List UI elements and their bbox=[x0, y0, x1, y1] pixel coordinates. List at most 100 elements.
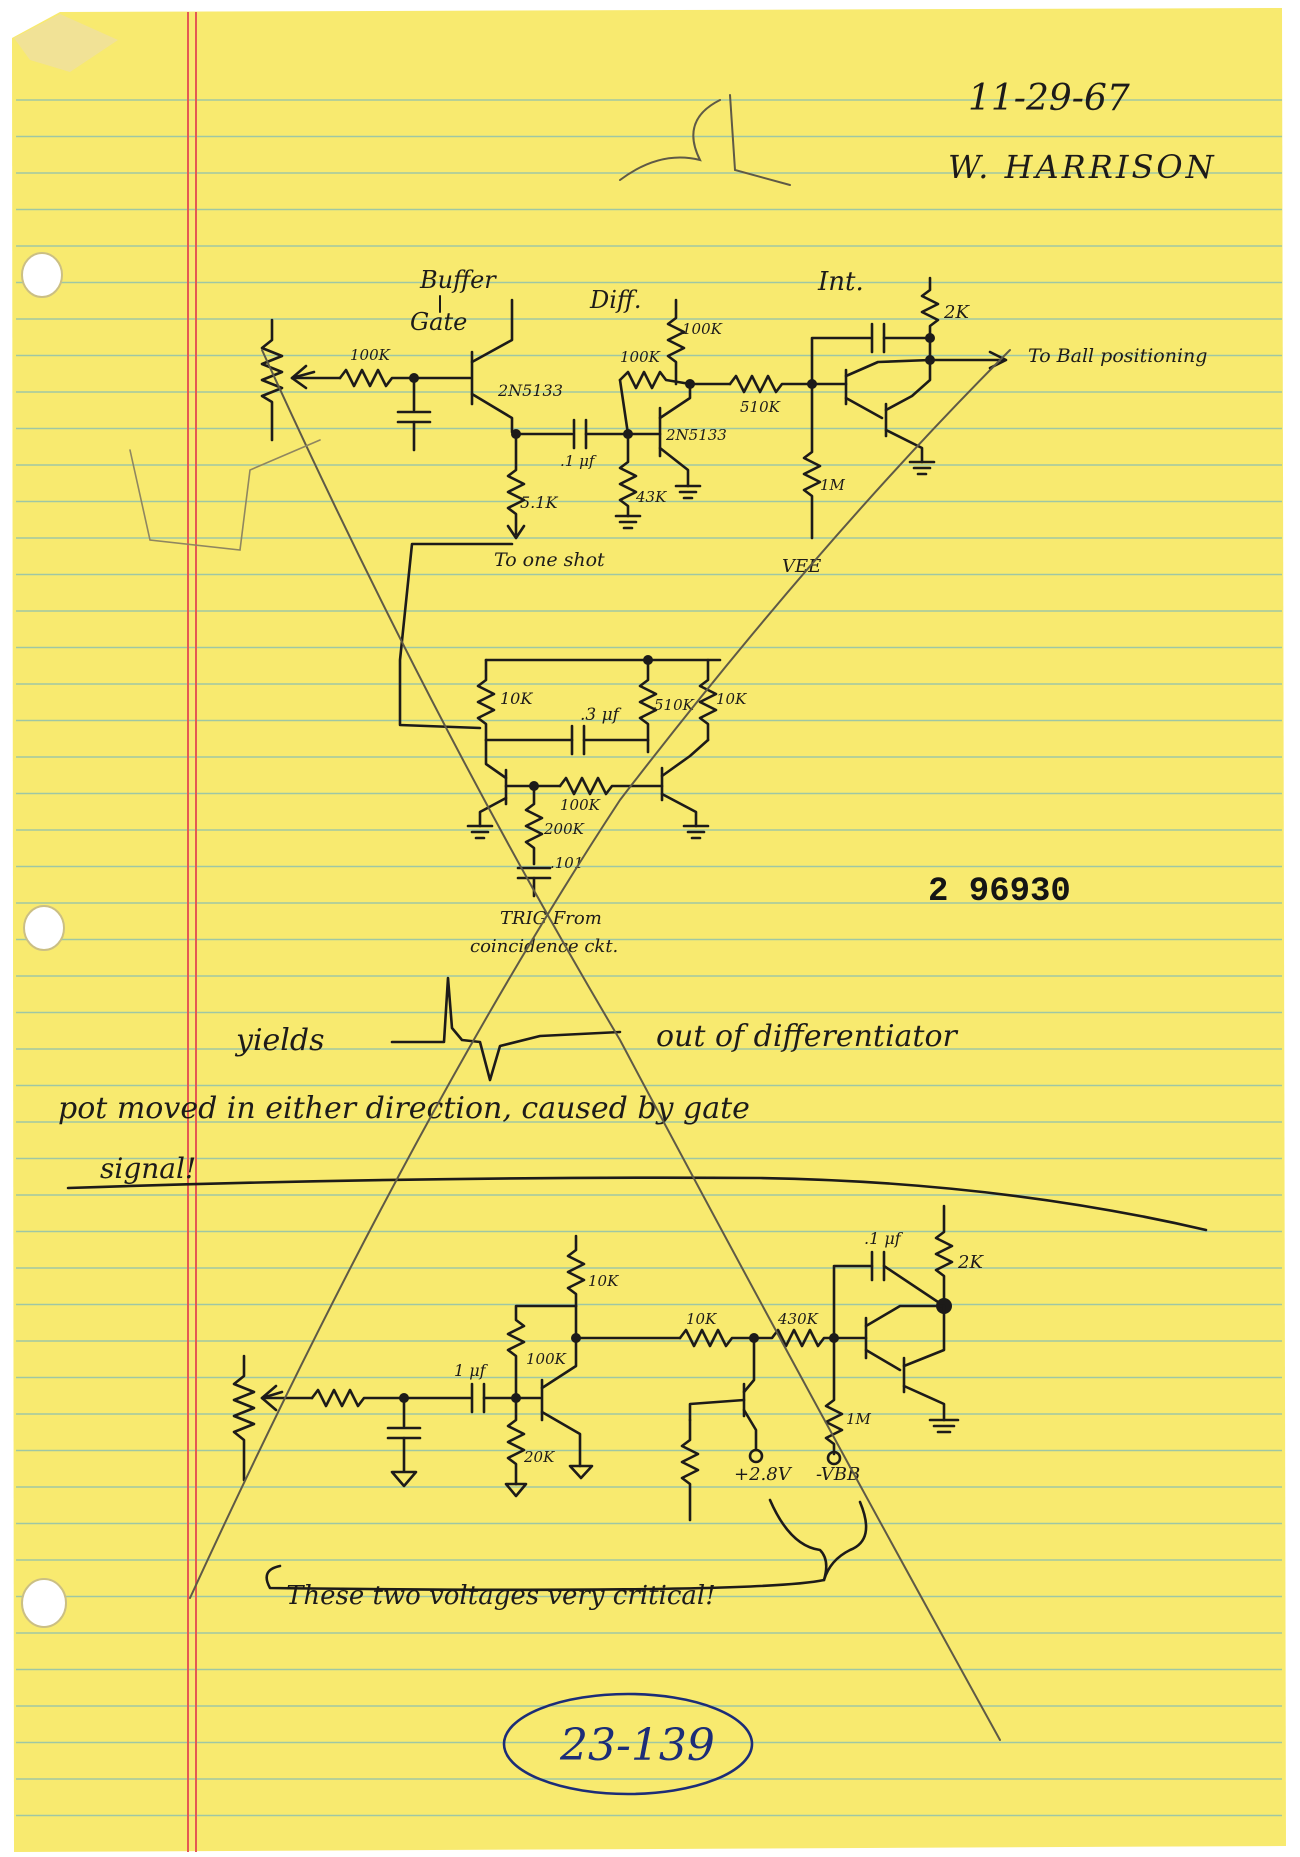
pencil-cross-line-2 bbox=[189, 349, 1011, 1599]
note-line-3: signal! bbox=[100, 1152, 196, 1185]
ground-43k bbox=[614, 514, 642, 530]
circled-number-outline bbox=[502, 1692, 754, 1796]
label-minus-vbb: -VBB bbox=[816, 1464, 860, 1485]
int-transistor2-collector bbox=[884, 358, 932, 412]
resistor-100k-b bbox=[618, 370, 692, 390]
label-gate: Gate bbox=[410, 308, 467, 336]
differentiator-waveform bbox=[390, 976, 622, 1082]
label-cap-1uf: .1 μf bbox=[560, 452, 597, 470]
lower-int-t1-collector bbox=[864, 1304, 946, 1328]
note-yields: yields bbox=[234, 1023, 325, 1058]
label-r2k: 2K bbox=[943, 302, 970, 323]
int-transistor1-emitter bbox=[844, 396, 884, 420]
punch-hole-bottom bbox=[21, 1578, 67, 1628]
note-out-of-differentiator: out of differentiator bbox=[656, 1019, 959, 1054]
label-int: Int. bbox=[817, 267, 864, 297]
lower-t1-emitter bbox=[540, 1410, 582, 1468]
label-r430k: 430K bbox=[777, 1310, 819, 1328]
author-text: W. HARRISON bbox=[948, 148, 1217, 186]
pencil-cross-line-1 bbox=[261, 349, 1001, 1741]
ruled-lines bbox=[16, 99, 1282, 1817]
label-transistor-b: 2N5133 bbox=[665, 426, 727, 444]
pencil-scribble-top bbox=[619, 94, 791, 186]
lower-t2-emitter bbox=[742, 1408, 758, 1452]
label-r1m-lower: 1M bbox=[846, 1410, 872, 1428]
punch-hole-top bbox=[21, 252, 63, 298]
label-cap-1uf-lower: 1 μf bbox=[454, 1361, 489, 1380]
torn-corner bbox=[14, 14, 118, 72]
critical-arrow bbox=[265, 1564, 826, 1592]
resistor-510k bbox=[728, 374, 814, 394]
label-vee: VEE bbox=[782, 556, 821, 577]
note-line-2: pot moved in either direction, caused by… bbox=[58, 1091, 750, 1126]
resistor-2k-lower bbox=[934, 1204, 954, 1308]
label-r51k: 5.1K bbox=[520, 493, 558, 512]
one-shot-t2-emitter bbox=[660, 792, 698, 828]
potentiometer-upper bbox=[260, 318, 284, 442]
label-r100k-b: 100K bbox=[620, 348, 661, 366]
label-cap-1uf-lower-b: .1 μf bbox=[864, 1229, 904, 1248]
label-transistor-a: 2N5133 bbox=[497, 381, 563, 400]
resistor-100k-one-shot bbox=[558, 776, 664, 796]
label-r100k-lower: 100K bbox=[526, 1350, 567, 1368]
lower-int-t2-collector bbox=[902, 1304, 946, 1368]
resistor-5-1k bbox=[506, 432, 526, 536]
transistor-a-emitter bbox=[470, 392, 514, 434]
label-trig-from: TRIG From bbox=[500, 908, 602, 929]
resistor-10k-a bbox=[476, 658, 496, 742]
lower-t2-collector bbox=[742, 1336, 756, 1394]
ground-one-shot-right bbox=[682, 824, 710, 840]
lower-int-t2-emitter bbox=[902, 1384, 946, 1422]
circled-number-text: 23-139 bbox=[559, 1720, 715, 1771]
ground-lower-int bbox=[928, 1418, 960, 1434]
label-r2k-lower: 2K bbox=[957, 1252, 984, 1273]
one-shot-t1-emitter bbox=[478, 796, 508, 828]
one-shot-circuit: 10K 510K 10K .3 μf 100K 200K .101 TRIG F… bbox=[466, 655, 747, 957]
yellow-paper bbox=[12, 8, 1286, 1852]
label-r100k-c: 100K bbox=[682, 320, 723, 338]
ground-lower-3 bbox=[568, 1464, 594, 1480]
resistor-10k-b bbox=[698, 658, 718, 742]
lower-int-feedback-right bbox=[882, 1264, 946, 1308]
label-r10k-lower-b: 10K bbox=[686, 1310, 717, 1328]
critical-voltage-brace bbox=[768, 1498, 868, 1582]
resistor-200k bbox=[524, 784, 544, 866]
terminal-plus-2-8v bbox=[748, 1448, 764, 1464]
label-r100k-a: 100K bbox=[350, 346, 391, 364]
one-shot-t1-collector bbox=[484, 738, 508, 780]
label-diff: Diff. bbox=[589, 286, 642, 314]
label-to-one-shot: To one shot bbox=[494, 549, 605, 571]
ground-one-shot-left bbox=[466, 824, 494, 840]
date-text: 11-29-67 bbox=[968, 78, 1130, 119]
terminal-minus-vbb bbox=[826, 1450, 842, 1466]
resistor-1m-upper bbox=[802, 382, 822, 540]
label-buffer: Buffer bbox=[419, 266, 497, 294]
int-transistor2-emitter bbox=[884, 428, 924, 464]
label-r43k: 43K bbox=[635, 488, 667, 506]
note-underline bbox=[66, 1176, 1208, 1232]
potentiometer-lower bbox=[232, 1354, 256, 1482]
label-r10k-b: 10K bbox=[716, 690, 747, 708]
label-r510k: 510K bbox=[740, 398, 781, 416]
ground-lower-1 bbox=[390, 1436, 418, 1488]
arrow-to-one-shot bbox=[506, 524, 526, 540]
label-cap-3uf: .3 μf bbox=[580, 705, 622, 725]
label-r100k-one-shot: 100K bbox=[560, 796, 601, 814]
label-r510k-one-shot: 510K bbox=[654, 696, 695, 714]
transistor-b-emitter bbox=[658, 446, 690, 488]
label-r10k-a: 10K bbox=[500, 689, 533, 708]
resistor-430k bbox=[752, 1328, 836, 1348]
resistor-bias-lower bbox=[680, 1418, 700, 1522]
label-r10k-lower-a: 10K bbox=[588, 1272, 619, 1290]
label-r20k: 20K bbox=[523, 1448, 555, 1466]
ground-diff bbox=[674, 484, 702, 500]
resistor-10k-lower-a bbox=[566, 1234, 586, 1308]
resistor-100k-c bbox=[666, 298, 686, 386]
one-shot-t2-collector bbox=[660, 738, 710, 778]
resistor-10k-lower-b bbox=[678, 1328, 756, 1348]
label-cap-101: .101 bbox=[550, 854, 583, 872]
pencil-sketch-left bbox=[129, 439, 321, 551]
wire-bias-input bbox=[688, 1398, 746, 1422]
label-coincidence: coincidence ckt. bbox=[470, 936, 618, 957]
